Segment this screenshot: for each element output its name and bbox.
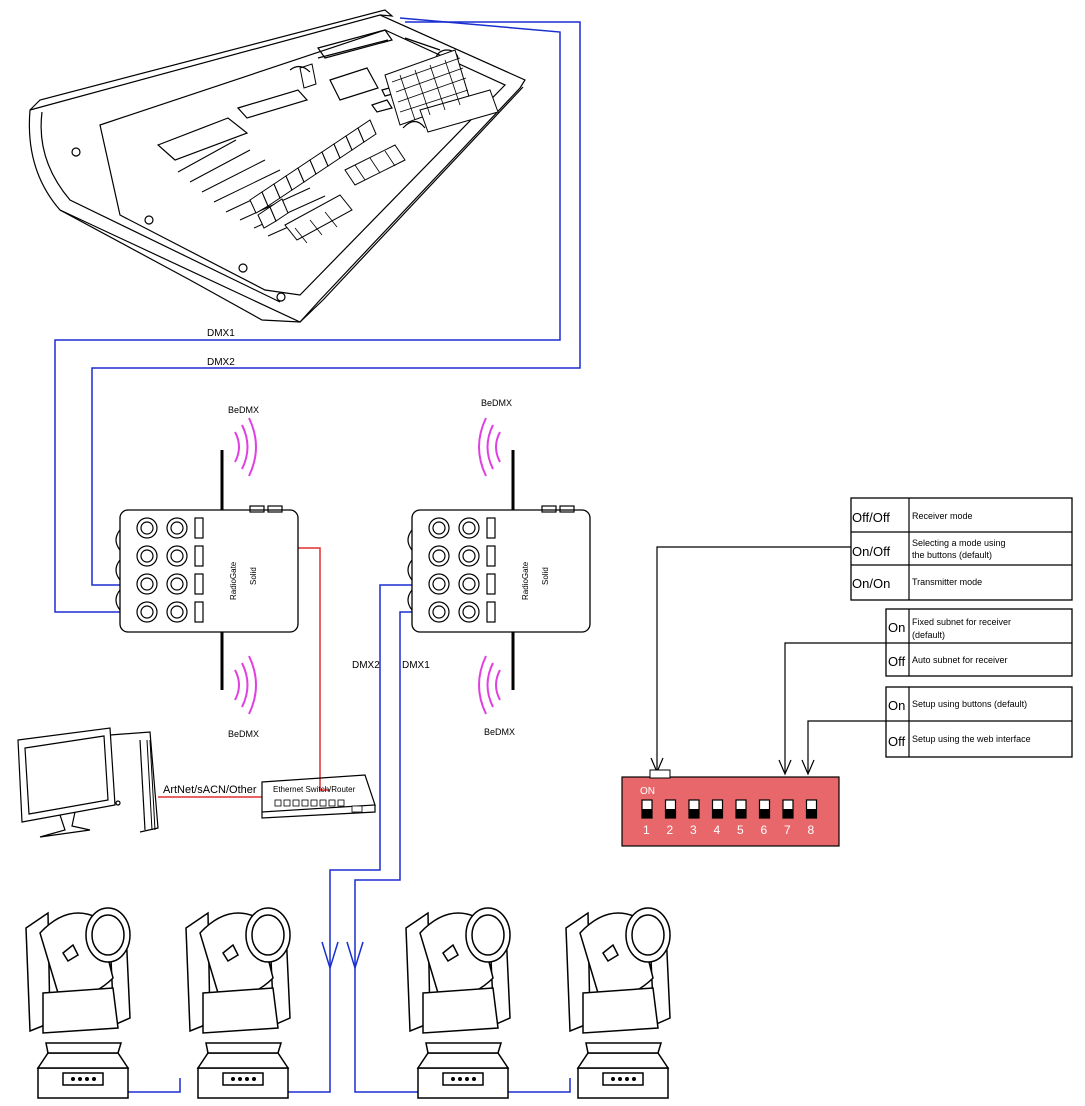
bedmx-label-right-top: BeDMX	[481, 398, 512, 408]
bedmx-label-right-bottom: BeDMX	[484, 727, 515, 737]
subnet-state-0: On	[888, 620, 905, 635]
device-brand-right: RadioGate	[521, 561, 530, 600]
moving-head-4	[565, 907, 671, 1099]
mode-desc-2: Transmitter mode	[912, 577, 982, 587]
device-model-left: Solid	[249, 567, 258, 585]
dip-number-3: 3	[690, 823, 697, 837]
mode-table: Off/Off Receiver mode On/Off Selecting a…	[850, 497, 1073, 601]
dip-switch: ON 1 2 3 4 5 6 7 8	[621, 769, 840, 847]
device-brand-left: RadioGate	[229, 561, 238, 600]
dmx2-mid-label: DMX2	[352, 660, 380, 671]
dip-key-4: 4	[711, 799, 724, 837]
mode-desc-0: Receiver mode	[912, 511, 973, 521]
artnet-label: ArtNet/sACN/Other	[163, 784, 257, 796]
mode-state-0: Off/Off	[852, 510, 890, 525]
dip-number-7: 7	[784, 823, 791, 837]
ethernet-switch: Ethernet Switch/Router	[261, 774, 376, 819]
dip-key-6: 6	[758, 799, 771, 837]
radio-waves	[234, 417, 501, 715]
subnet-state-1: Off	[888, 654, 905, 669]
dip-key-1: 1	[641, 799, 653, 837]
dip-key-5: 5	[735, 799, 747, 837]
xlr-ports-left	[136, 517, 188, 623]
mode-state-1: On/Off	[852, 544, 890, 559]
dip-number-1: 1	[643, 823, 650, 837]
setup-desc-0: Setup using buttons (default)	[912, 699, 1027, 709]
moving-head-3	[405, 907, 511, 1099]
dip-number-6: 6	[761, 823, 768, 837]
dmx-arrow-down-2	[346, 941, 364, 971]
mode-desc-1: Selecting a mode using	[912, 538, 1006, 548]
radiogate-device-left: RadioGate Solid	[115, 450, 299, 690]
moving-head-2	[185, 907, 291, 1099]
dip-number-5: 5	[737, 823, 744, 837]
subnet-desc-0b: (default)	[912, 630, 945, 640]
moving-head-fixtures	[25, 907, 671, 1099]
dip-key-3: 3	[688, 799, 700, 837]
mode-state-2: On/On	[852, 576, 890, 591]
subnet-desc-1: Auto subnet for receiver	[912, 655, 1008, 665]
dip-number-8: 8	[808, 823, 815, 837]
mode-desc-1b: the buttons (default)	[912, 550, 992, 560]
setup-state-1: Off	[888, 734, 905, 749]
ethernet-switch-label: Ethernet Switch/Router	[273, 785, 356, 794]
dmx2-top-label: DMX2	[207, 357, 235, 368]
subnet-desc-0: Fixed subnet for receiver	[912, 617, 1011, 627]
bedmx-label-left-top: BeDMX	[228, 405, 259, 415]
dmx1-mid-label: DMX1	[402, 660, 430, 671]
device-model-right: Solid	[541, 567, 550, 585]
dip-switch-tab	[649, 769, 671, 779]
dmx2-cable-left	[91, 21, 581, 586]
radiogate-device-right: RadioGate Solid	[407, 450, 591, 690]
computer-monitor-icon	[17, 727, 159, 838]
dip-number-2: 2	[667, 823, 674, 837]
bedmx-label-left-bottom: BeDMX	[228, 729, 259, 739]
xlr-ports-right	[428, 517, 480, 623]
moving-head-1	[25, 907, 131, 1099]
dip-connector-arrows	[650, 546, 886, 776]
dmx1-top-label: DMX1	[207, 328, 235, 339]
setup-desc-1: Setup using the web interface	[912, 734, 1031, 744]
setup-table: On Setup using buttons (default) Off Set…	[885, 686, 1073, 758]
dip-number-4: 4	[714, 823, 721, 837]
ethernet-cable-device	[295, 547, 330, 791]
dmx1-cable-left	[54, 17, 561, 613]
dip-on-label: ON	[640, 786, 655, 797]
ethernet-wiring	[158, 547, 330, 798]
dip-key-2: 2	[664, 799, 677, 837]
dmx-arrow-down-1	[321, 941, 339, 971]
dip-key-8: 8	[805, 799, 818, 837]
subnet-table: On Fixed subnet for receiver (default) O…	[885, 608, 1073, 677]
lighting-console	[28, 9, 526, 323]
dip-switch-body	[621, 776, 840, 847]
dip-key-7: 7	[782, 799, 794, 837]
setup-state-0: On	[888, 698, 905, 713]
dip-switch-keys: 1 2 3 4 5 6 7 8	[641, 799, 818, 837]
